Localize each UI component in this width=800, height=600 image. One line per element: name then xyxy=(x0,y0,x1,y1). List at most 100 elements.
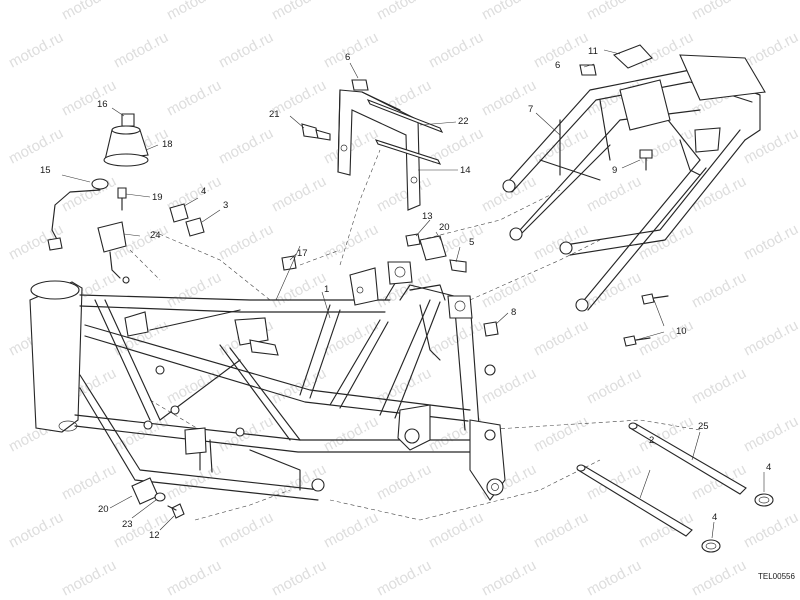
watermark-text: motod.ru xyxy=(374,0,434,24)
watermark-text: motod.ru xyxy=(216,125,276,168)
watermark-text: motod.ru xyxy=(164,0,224,24)
cap-part-4-bottom xyxy=(701,539,721,553)
callout-label-18: 18 xyxy=(162,139,173,150)
callout-label-19: 19 xyxy=(152,192,163,203)
watermark-text: motod.ru xyxy=(741,413,800,456)
clip-part-17 xyxy=(281,255,297,271)
sensor-part-24 xyxy=(97,221,130,284)
main-frame xyxy=(29,261,506,501)
watermark-text: motod.ru xyxy=(269,0,329,24)
callout-label-4-bottom: 4 xyxy=(712,512,717,523)
callout-labels: 1 2 3 4 4 4 4 5 6 6 7 8 9 10 11 12 13 14… xyxy=(40,46,771,541)
watermark-text: motod.ru xyxy=(59,77,119,120)
cable-part-15 xyxy=(47,178,109,251)
watermark-text: motod.ru xyxy=(741,509,800,552)
watermark-text: motod.ru xyxy=(216,221,276,264)
watermark-text: motod.ru xyxy=(636,317,696,360)
callout-label-1: 1 xyxy=(324,284,329,295)
bushing-part-4 xyxy=(169,203,189,223)
watermark-text: motod.ru xyxy=(59,557,119,600)
cap-part-4-right xyxy=(754,493,774,507)
watermark-text: motod.ru xyxy=(531,509,591,552)
watermark-text: motod.ru xyxy=(584,365,644,408)
spacer-part-20 xyxy=(419,235,467,273)
watermark-text: motod.ru xyxy=(741,221,800,264)
bolt-part-10 xyxy=(623,293,669,347)
callout-label-20-lower: 20 xyxy=(98,504,109,515)
watermark-text: motod.ru xyxy=(479,173,539,216)
callout-label-8: 8 xyxy=(511,307,516,318)
callout-label-7: 7 xyxy=(528,104,533,115)
rod-part-25 xyxy=(628,422,747,495)
bracket-part-14 xyxy=(337,89,421,211)
callout-label-21: 21 xyxy=(269,109,280,120)
watermark-text: motod.ru xyxy=(531,317,591,360)
watermark-text: motod.ru xyxy=(479,557,539,600)
screw-part-19 xyxy=(117,187,127,211)
watermark-text: motod.ru xyxy=(164,269,224,312)
watermark-text: motod.ru xyxy=(216,29,276,72)
watermark-text: motod.ru xyxy=(689,0,749,24)
watermark-text: motod.ru xyxy=(374,365,434,408)
callout-label-17: 17 xyxy=(297,248,308,259)
callout-label-4-right: 4 xyxy=(766,462,771,473)
watermark-text: motod.ru xyxy=(689,365,749,408)
callout-label-11: 11 xyxy=(588,46,598,57)
watermark-text: motod.ru xyxy=(164,461,224,504)
watermark-text: motod.ru xyxy=(426,509,486,552)
watermark-text: motod.ru xyxy=(6,29,66,72)
watermark-text: motod.ru xyxy=(479,0,539,24)
watermark-text: motod.ru xyxy=(689,173,749,216)
rear-subframe xyxy=(502,54,766,312)
reference-code: TEL00556 xyxy=(758,572,795,581)
watermark-text: motod.ru xyxy=(531,413,591,456)
watermark-text: motod.ru xyxy=(164,557,224,600)
watermark-text: motod.ru xyxy=(741,317,800,360)
watermark-text: motod.ru xyxy=(374,173,434,216)
callout-label-2: 2 xyxy=(649,435,654,446)
callout-label-10: 10 xyxy=(676,326,687,337)
watermark-text: motod.ru xyxy=(584,173,644,216)
watermark-text: motod.ru xyxy=(269,365,329,408)
screw-part-21 xyxy=(301,123,331,141)
callout-label-20: 20 xyxy=(439,222,450,233)
watermark-text: motod.ru xyxy=(321,221,381,264)
callout-label-5: 5 xyxy=(469,237,474,248)
watermark-text: motod.ru xyxy=(374,461,434,504)
callout-label-13: 13 xyxy=(422,211,433,222)
callout-label-16: 16 xyxy=(97,99,108,110)
watermark-text: motod.ru xyxy=(269,173,329,216)
watermark-text: motod.ru xyxy=(689,269,749,312)
watermark-text: motod.ru xyxy=(321,413,381,456)
watermark-text: motod.ru xyxy=(689,557,749,600)
rubber-strip-part-22 xyxy=(366,98,444,165)
callout-label-14: 14 xyxy=(460,165,471,176)
watermark-text: motod.ru xyxy=(321,509,381,552)
watermark-text: motod.ru xyxy=(164,77,224,120)
nut-part-6 xyxy=(351,64,597,91)
watermark-text: motod.ru xyxy=(374,557,434,600)
cap-part-16 xyxy=(121,113,135,127)
watermark-layer: motod.ru motod.ru motod.ru motod.ru motod.ru… xyxy=(6,0,800,600)
callout-label-25: 25 xyxy=(698,421,709,432)
watermark-text: motod.ru xyxy=(6,509,66,552)
watermark-text: motod.ru xyxy=(584,0,644,24)
watermark-text: motod.ru xyxy=(426,29,486,72)
callout-label-9: 9 xyxy=(612,165,617,176)
watermark-text: motod.ru xyxy=(584,557,644,600)
watermark-text: motod.ru xyxy=(479,269,539,312)
callout-label-23: 23 xyxy=(122,519,133,530)
callout-label-15: 15 xyxy=(40,165,51,176)
bushing-part-3 xyxy=(185,217,205,237)
callout-label-22: 22 xyxy=(458,116,469,127)
nut-part-8 xyxy=(483,321,499,337)
callout-label-6-right: 6 xyxy=(555,60,560,71)
watermark-text: motod.ru xyxy=(269,269,329,312)
watermark-text: motod.ru xyxy=(269,557,329,600)
bolt-part-12 xyxy=(167,503,185,519)
watermark-text: motod.ru xyxy=(59,0,119,24)
watermark-text: motod.ru xyxy=(6,125,66,168)
watermark-text: motod.ru xyxy=(164,365,224,408)
watermark-text: motod.ru xyxy=(59,461,119,504)
